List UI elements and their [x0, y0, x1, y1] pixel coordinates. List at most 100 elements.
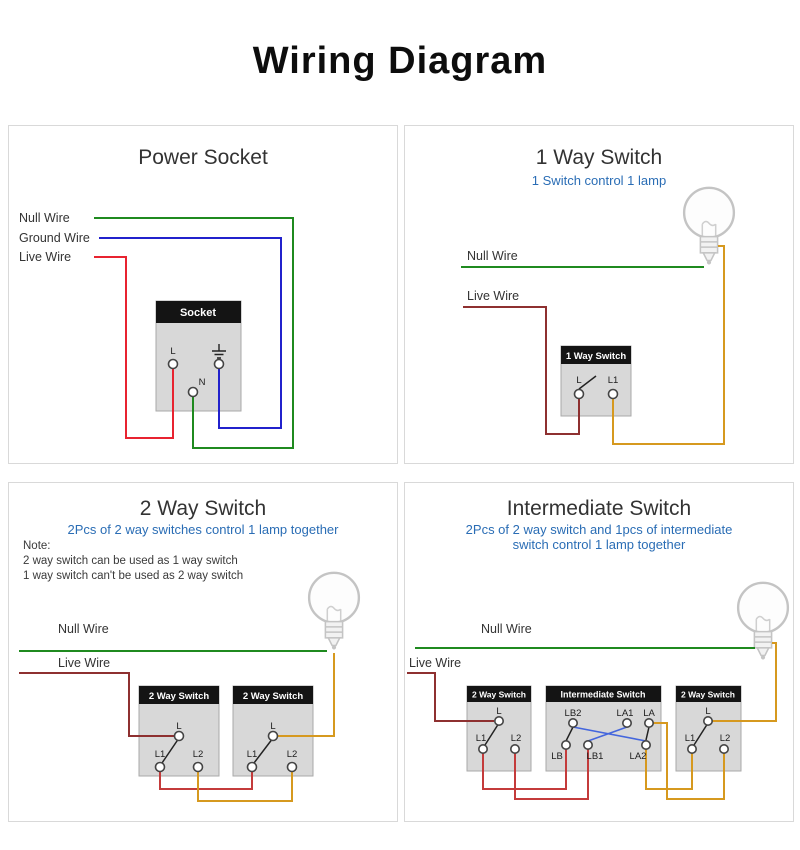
terminal-lb-label: LB — [551, 751, 563, 762]
terminal-l1-label: L1 — [608, 375, 619, 386]
lamp-wire — [712, 642, 777, 722]
terminal-l2-label: L2 — [511, 733, 522, 744]
switch-label: 2 Way Switch — [243, 691, 304, 702]
light-bulb-icon — [682, 186, 736, 266]
switch-label: 2 Way Switch — [472, 690, 526, 700]
panel-title: Intermediate Switch — [507, 497, 691, 520]
panel-subtitle-line-2: switch control 1 lamp together — [513, 537, 686, 552]
live-wire-label: Live Wire — [467, 289, 519, 303]
traveler-wire-3 — [645, 749, 693, 790]
note-line-3: 1 way switch can't be used as 2 way swit… — [23, 570, 243, 582]
socket-box: Socket — [155, 300, 242, 412]
terminal-la — [644, 718, 655, 729]
switch-lever — [253, 737, 274, 764]
terminal-l1 — [154, 761, 166, 773]
terminal-la2-label: LA2 — [630, 751, 647, 762]
null-wire-label: Null Wire — [467, 249, 518, 263]
terminal-l1-label: L1 — [476, 733, 487, 744]
light-bulb-icon — [307, 571, 361, 651]
terminal-l2 — [192, 761, 204, 773]
terminal-l2-label: L2 — [287, 749, 298, 760]
terminal-l1-label: L1 — [155, 749, 166, 760]
ground-wire-label: Ground Wire — [19, 231, 90, 245]
terminal-earth — [213, 358, 225, 370]
terminal-n-label: N — [199, 377, 206, 388]
cross-connection-2 — [587, 726, 628, 742]
note-line-2: 2 way switch can be used as 1 way switch — [23, 555, 238, 567]
one-way-switch-box: 1 Way Switch — [560, 345, 632, 417]
switch-header — [546, 686, 661, 702]
note-line-1: Note: — [23, 540, 51, 552]
terminal-lb1-label: LB1 — [587, 751, 604, 762]
terminal-l1 — [607, 388, 619, 400]
traveler-wire-1 — [482, 749, 567, 790]
switch-label: Intermediate Switch — [560, 690, 645, 700]
live-wire — [463, 306, 580, 435]
terminal-l — [573, 388, 585, 400]
terminal-l2 — [286, 761, 298, 773]
terminal-n — [187, 386, 199, 398]
traveler-wire-4 — [653, 722, 725, 800]
null-wire-label: Null Wire — [58, 622, 109, 636]
terminal-l-label: L — [170, 346, 175, 357]
panel-title: 1 Way Switch — [536, 146, 662, 169]
switch-label: 2 Way Switch — [149, 691, 210, 702]
terminal-l1-label: L1 — [247, 749, 258, 760]
terminal-l2-label: L2 — [720, 733, 731, 744]
lamp-wire — [277, 653, 335, 737]
traveler-wire-2 — [514, 749, 589, 800]
terminal-l-label: L — [705, 706, 710, 717]
terminal-l1 — [478, 743, 489, 754]
terminal-l1-label: L1 — [685, 733, 696, 744]
panel-subtitle: 1 Switch control 1 lamp — [532, 173, 666, 188]
switch-label: 1 Way Switch — [566, 351, 627, 362]
socket-label: Socket — [180, 307, 216, 319]
terminal-l-label: L — [496, 706, 501, 717]
live-wire-label: Live Wire — [58, 656, 110, 670]
terminal-lb1 — [583, 739, 594, 750]
switch-lever — [645, 726, 650, 741]
switch-lever — [565, 726, 574, 742]
switch-lever — [484, 722, 500, 746]
live-wire — [407, 672, 494, 722]
traveler-wire-1 — [159, 771, 253, 790]
null-wire-label: Null Wire — [481, 622, 532, 636]
switch-header — [561, 346, 631, 364]
lamp-wire — [612, 245, 725, 445]
switch-lever — [578, 375, 597, 390]
switch-header — [233, 686, 313, 704]
switch-header — [676, 686, 741, 702]
terminal-l1 — [246, 761, 258, 773]
page-title: Wiring Diagram — [252, 40, 548, 82]
terminal-lb2 — [568, 718, 579, 729]
switch-lever — [161, 737, 180, 764]
traveler-wire-2 — [197, 771, 293, 802]
null-wire-label: Null Wire — [19, 211, 70, 225]
terminal-l — [267, 730, 279, 742]
terminal-l-label: L — [576, 375, 581, 386]
live-wire-label: Live Wire — [19, 250, 71, 264]
panel-subtitle: 2Pcs of 2 way switches control 1 lamp to… — [68, 522, 340, 537]
panel-power-socket: Power Socket Null Wire Ground Wire Live … — [8, 125, 398, 464]
panel-intermediate-switch: Intermediate Switch 2Pcs of 2 way switch… — [404, 482, 794, 822]
live-wire-label: Live Wire — [409, 656, 461, 670]
switch-header — [139, 686, 219, 704]
switch-lever — [693, 722, 709, 746]
two-way-switch-box-left: 2 Way Switch — [466, 685, 532, 772]
two-way-switch-box-right: 2 Way Switch — [675, 685, 742, 772]
terminal-l2 — [718, 743, 729, 754]
panel-2-way-switch: 2 Way Switch 2Pcs of 2 way switches cont… — [8, 482, 398, 822]
terminal-l-label: L — [270, 721, 275, 732]
terminal-l-label: L — [176, 721, 181, 732]
terminal-l — [167, 358, 179, 370]
null-wire — [94, 217, 294, 449]
terminal-l1 — [686, 743, 697, 754]
terminal-la1-label: LA1 — [617, 708, 634, 719]
terminal-lb2-label: LB2 — [565, 708, 582, 719]
panel-subtitle-line-1: 2Pcs of 2 way switch and 1pcs of interme… — [466, 522, 733, 537]
terminal-lb — [561, 739, 572, 750]
live-wire — [19, 672, 174, 737]
earth-ground-icon — [212, 344, 226, 359]
panel-title: 2 Way Switch — [140, 497, 266, 520]
terminal-l — [702, 716, 713, 727]
